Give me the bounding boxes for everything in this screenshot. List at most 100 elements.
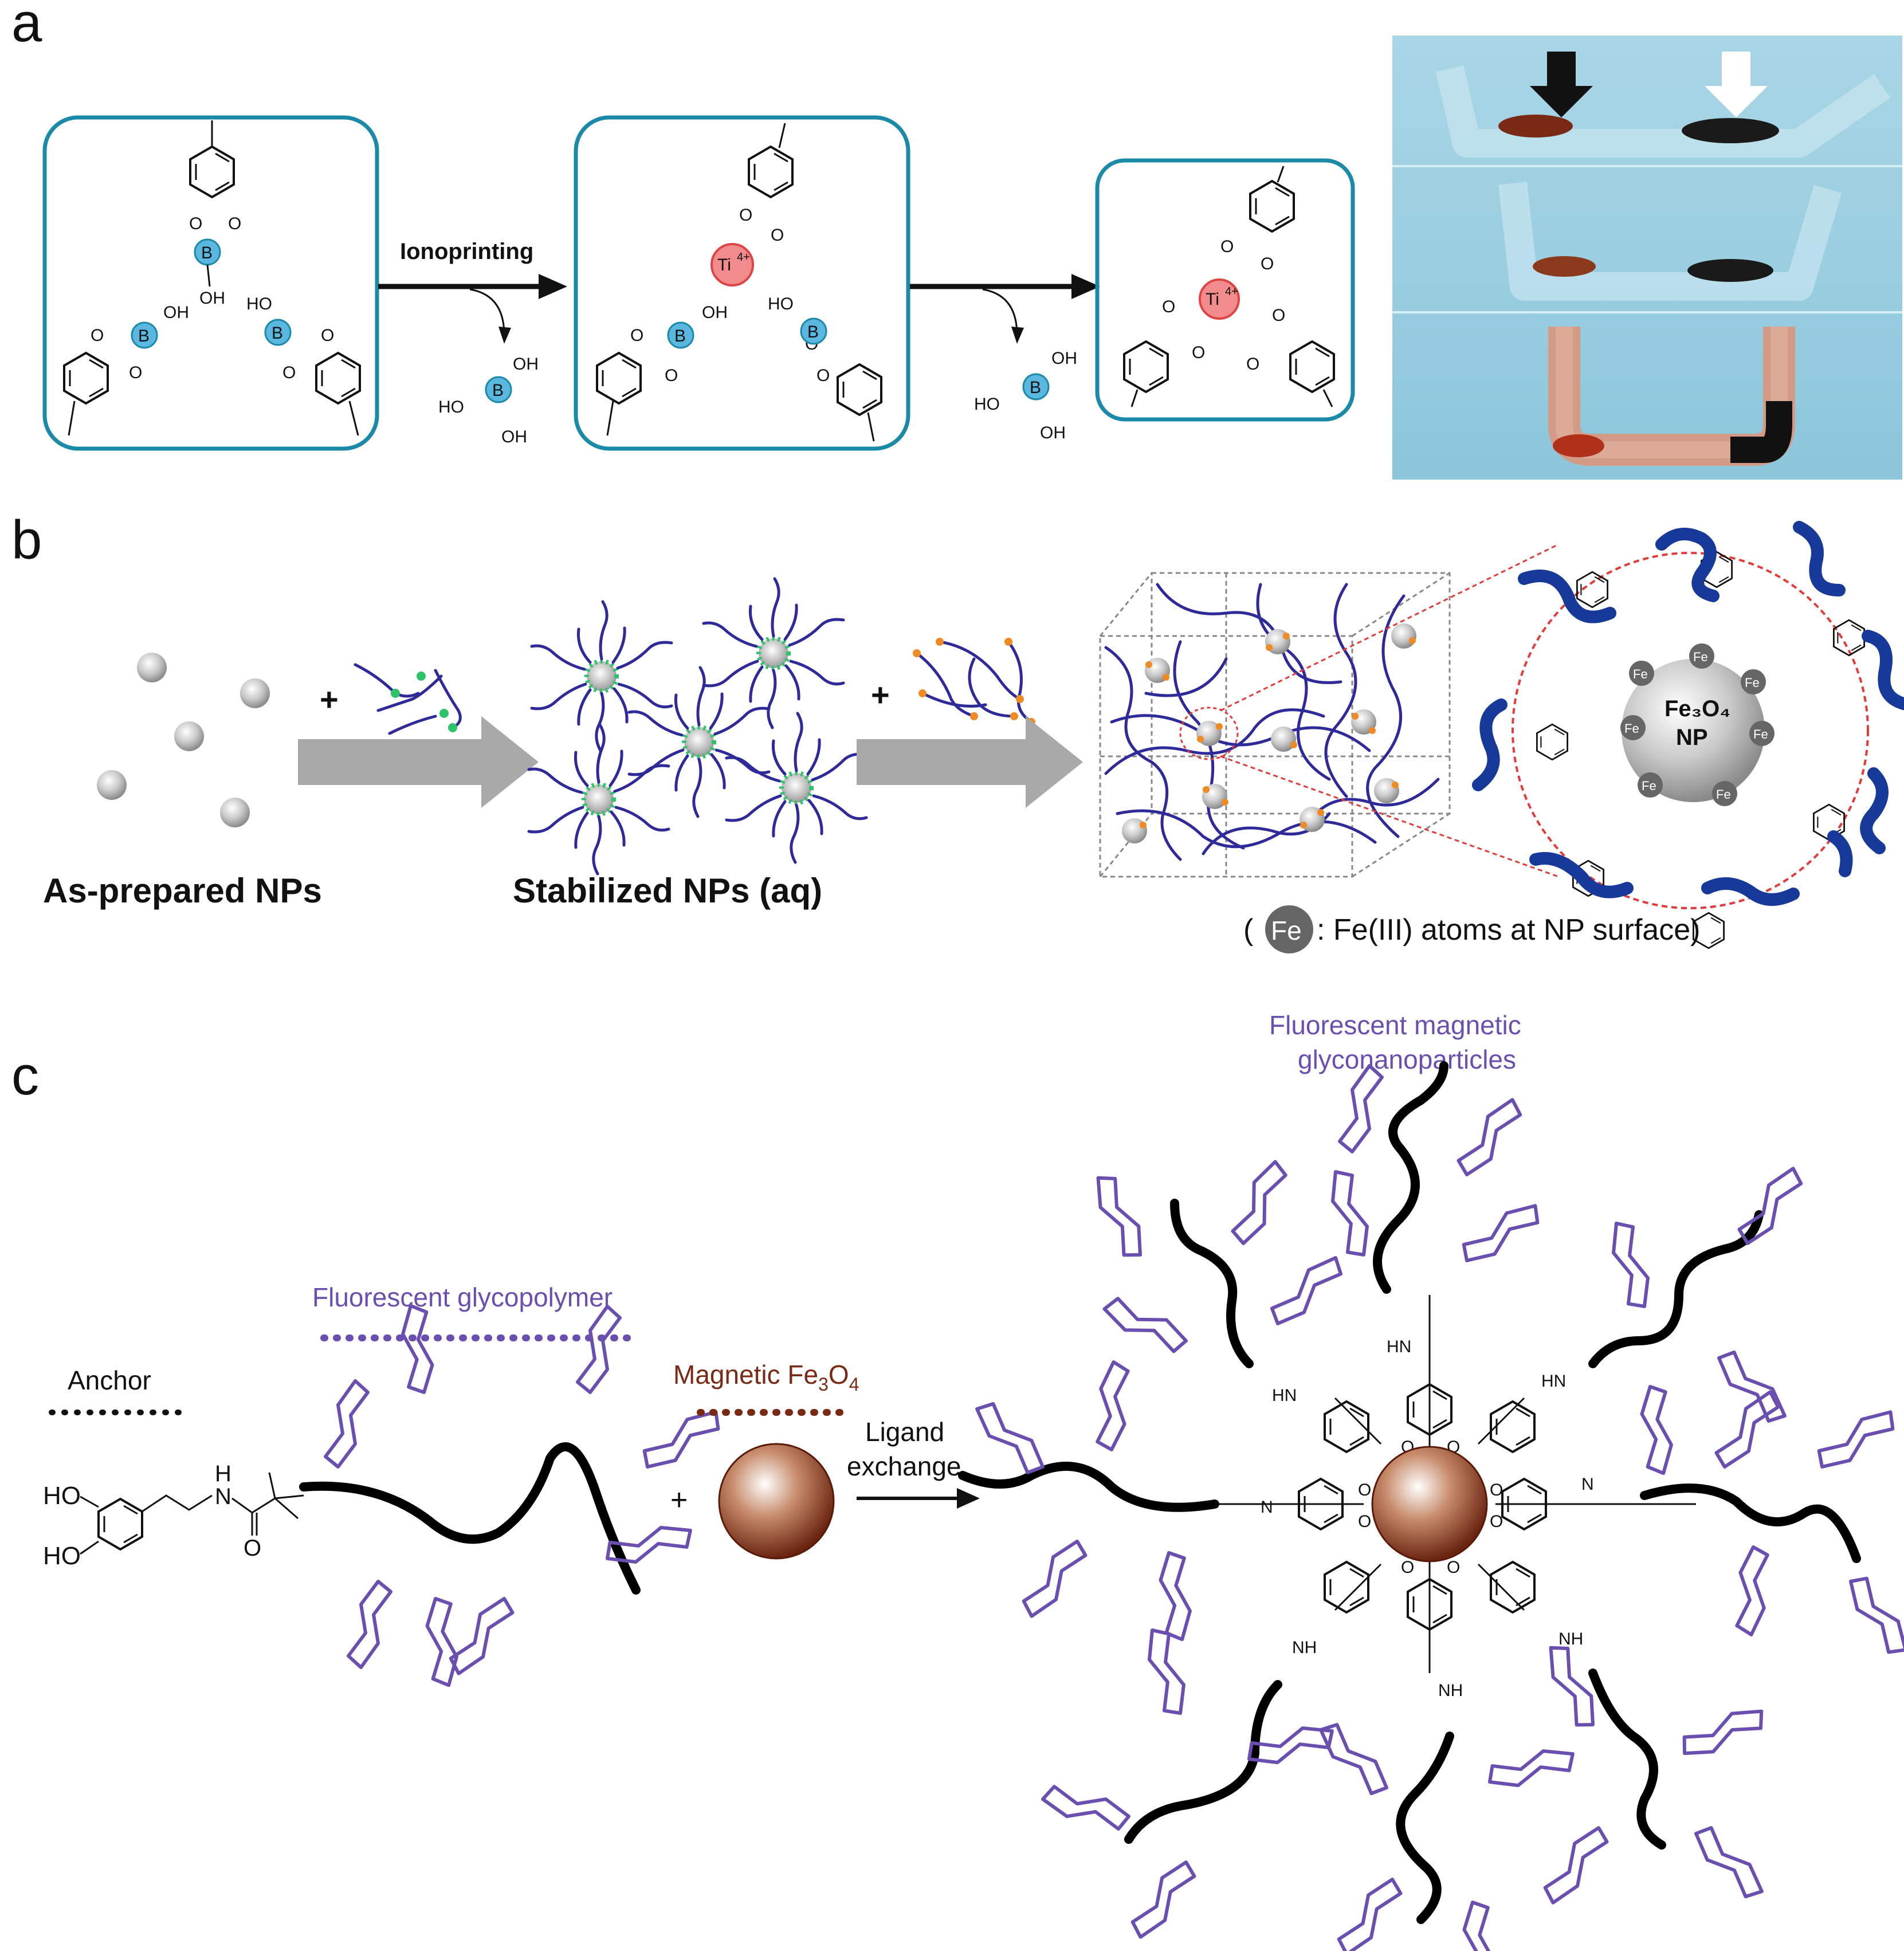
process-arrow-1 — [298, 716, 539, 808]
boron-circle — [800, 317, 827, 345]
fe3o4-core — [1622, 659, 1765, 802]
glyconanoparticle-product: O O O O O O O O HN HN HN N N NH NH NH — [958, 1061, 1904, 1951]
fe-legend-symbol — [1265, 905, 1313, 953]
boron-label: B — [138, 327, 150, 346]
red-gel-middle — [1533, 256, 1596, 277]
white-arrow-icon — [1705, 52, 1768, 117]
fluorescent-glycopolymer — [299, 1301, 725, 1689]
stabilized-nanoparticles — [529, 579, 866, 874]
boron-label: B — [492, 381, 504, 400]
hydroxyl-label: HO — [768, 295, 794, 313]
boron-label: B — [674, 327, 686, 346]
plus-sign: + — [670, 1483, 688, 1517]
oxygen-atom: O — [189, 214, 202, 233]
magnetic-label: Magnetic Fe3O4 — [673, 1360, 859, 1395]
boric-acid-label: HO — [438, 398, 464, 417]
oxygen-atom: O — [771, 226, 784, 245]
black-gel-bottom — [1730, 401, 1792, 463]
fe-legend-symbol-text: Fe — [1271, 916, 1302, 945]
hydroxyl-label: OH — [702, 303, 728, 322]
fe-atom-label: Fe — [1716, 787, 1731, 802]
oxygen-atom: O — [91, 326, 104, 345]
titanium-circle — [1199, 278, 1240, 320]
boronate-complex-box: O O B OH O O B OH O O B HO — [42, 115, 379, 451]
oxygen-atom: O — [1490, 1481, 1503, 1499]
hydroxyl-label: OH — [163, 303, 189, 322]
magnetic-sub4: 4 — [849, 1374, 859, 1395]
red-gel-bottom — [1553, 434, 1604, 457]
titanium-label: Ti — [1206, 290, 1219, 309]
crosslinker-polymers: + — [871, 638, 1035, 726]
fe-atom-label: Fe — [1624, 721, 1639, 736]
oxygen-atom: O — [1358, 1512, 1371, 1531]
ionoprinting-arrow: Ionoprinting HO B OH OH — [378, 239, 567, 446]
black-arrow-icon — [1530, 52, 1593, 117]
plus-sign: + — [320, 681, 339, 717]
oxygen-atom: O — [1401, 1558, 1414, 1577]
ligand-exchange-label-line2: exchange — [847, 1451, 961, 1481]
magnetic-tube-photo — [1392, 36, 1902, 480]
oxygen-atom: O — [1272, 306, 1285, 325]
glycopolymer-label: Fluorescent glycopolymer — [312, 1282, 613, 1312]
boric-acid-label: OH — [501, 427, 527, 446]
carbonyl-o: O — [244, 1536, 261, 1561]
oxygen-atom: O — [321, 326, 334, 345]
oxygen-atom: O — [1447, 1558, 1460, 1577]
titanium-circle — [710, 243, 754, 286]
linker-nh: NH — [1558, 1630, 1583, 1648]
boric-acid-label: OH — [1040, 423, 1066, 442]
as-prepared-nanoparticles — [97, 653, 270, 827]
magnetic-sub3: 3 — [818, 1374, 829, 1395]
oxygen-atom: O — [739, 206, 752, 225]
oxygen-atom: O — [1490, 1512, 1503, 1531]
hydroxyl-label: OH — [199, 289, 225, 308]
oxygen-atom: O — [228, 214, 241, 233]
oxygen-atom: O — [1246, 355, 1259, 374]
titanium-label: Ti — [717, 256, 731, 274]
fe3o4-nanoparticle: Magnetic Fe3O4 — [673, 1360, 859, 1560]
boric-acid-boron — [1022, 373, 1050, 401]
panel-a-letter: a — [11, 0, 42, 53]
dopamine-anchor: HO HO H N O — [43, 1461, 304, 1570]
amide-h: H — [215, 1461, 231, 1486]
stabilized-label: Stabilized NPs (aq) — [513, 872, 822, 910]
magnetic-label-prefix: Magnetic Fe — [673, 1360, 818, 1389]
fe-legend-text: : Fe(III) atoms at NP surface) — [1317, 913, 1700, 947]
fe-legend: ( Fe : Fe(III) atoms at NP surface) — [1243, 905, 1700, 953]
product-title-line2: glyconanoparticles — [1298, 1045, 1516, 1074]
ho-label: HO — [43, 1482, 81, 1510]
panel-c-letter: c — [11, 1045, 39, 1106]
oxygen-atom: O — [129, 363, 142, 382]
second-reaction-arrow: HO B OH OH — [910, 274, 1100, 442]
fe-atom-label: Fe — [1642, 779, 1656, 793]
plus-sign: + — [871, 677, 890, 713]
linker-nh: NH — [1292, 1638, 1317, 1657]
red-gel-top — [1498, 115, 1573, 138]
boron-label: B — [1030, 378, 1041, 397]
ligand-exchange-arrow: Ligand exchange — [847, 1417, 980, 1509]
legend-paren: ( — [1243, 913, 1254, 947]
product-title: Fluorescent magnetic — [1269, 1010, 1521, 1040]
fe-atom-label: Fe — [1693, 650, 1708, 664]
oxygen-atom: O — [1220, 237, 1234, 256]
panel-b-letter: b — [11, 509, 42, 571]
boron-label: B — [272, 324, 283, 343]
core-label-np: NP — [1676, 725, 1708, 750]
amide-n: N — [1261, 1498, 1273, 1517]
hydrogel-network-cube — [1099, 572, 1451, 878]
ho-label: HO — [43, 1542, 81, 1570]
anchor-label: Anchor — [68, 1365, 151, 1395]
boron-circle — [264, 319, 292, 346]
titanium-charge: 4+ — [1225, 285, 1238, 298]
amide-n: N — [215, 1484, 231, 1509]
boron-label: B — [807, 323, 819, 341]
zoom-origin-circle — [1179, 706, 1239, 760]
fe3o4-core-product — [1371, 1446, 1488, 1563]
boron-label: B — [201, 244, 213, 262]
oxygen-atom: O — [816, 366, 830, 385]
fe-atom-label: Fe — [1633, 667, 1648, 681]
boron-circle — [667, 321, 694, 349]
stabilizer-ligands: + — [320, 663, 462, 735]
